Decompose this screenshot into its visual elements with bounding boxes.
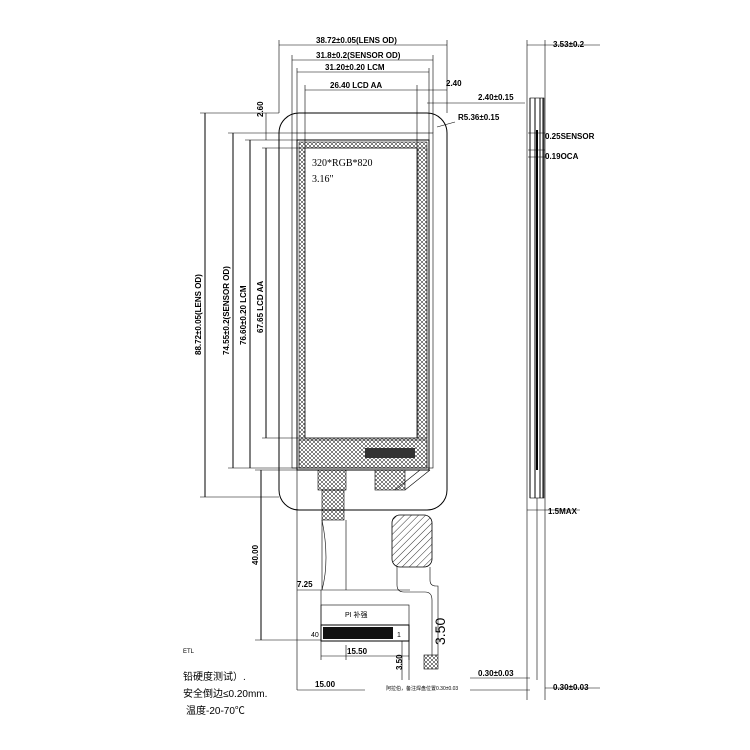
- stiffener-patch: [391, 514, 433, 568]
- bottom-dimensions: 7.25 15.50 15.00 3.50 3.50: [296, 470, 448, 691]
- bezel-band: [298, 141, 428, 469]
- lcd-active-area: [304, 147, 418, 439]
- dim-2-40-tolerance: 2.40±0.15: [478, 93, 514, 102]
- dim-pitch-right: 3.50: [432, 618, 448, 645]
- fpc-body: [321, 519, 410, 591]
- dim-fpc-total: 15.00: [315, 680, 336, 689]
- dim-lens-od-width: 38.72±0.05(LENS OD): [316, 36, 397, 45]
- lcm-outline: [296, 139, 430, 471]
- dim-lens-od-height: 88.72±0.05(LENS OD): [194, 274, 203, 355]
- dim-radius: R5.36±0.15: [458, 113, 500, 122]
- dim-oca-thickness: 0.19OCA: [545, 152, 579, 161]
- lens-outline: [278, 112, 448, 511]
- dim-right-offset: 2.40: [446, 79, 462, 88]
- resolution-label: 320*RGB*820: [312, 158, 373, 169]
- dim-lcm-height: 76.60±0.20 LCM: [239, 285, 248, 345]
- dim-top-offset: 2.60: [256, 101, 265, 117]
- dim-sensor-od-height: 74.55±0.2(SENSOR OD): [222, 266, 231, 355]
- bezel-right-strip: [417, 147, 428, 439]
- dim-fpc-width: 15.50: [347, 647, 368, 656]
- dim-fpc-offset: 7.25: [297, 580, 313, 589]
- dim-thickness: 3.53±0.2: [553, 40, 585, 49]
- dim-sensor-thickness: 0.25SENSOR: [545, 132, 595, 141]
- front-view: 320*RGB*820 3.16" PI 补强 40 1: [278, 112, 448, 670]
- note-line-1: 铅硬度测试）.: [183, 670, 246, 683]
- dim-sensor-od-width: 31.8±0.2(SENSOR OD): [316, 51, 401, 60]
- dim-lcd-aa-height: 67.65 LCD AA: [256, 281, 265, 333]
- dim-lcm-width: 31.20±0.20 LCM: [325, 63, 385, 72]
- fpc-pin-field: [323, 627, 393, 639]
- note-line-3: 温度-20-70℃: [186, 704, 245, 717]
- pin-last-label: 1: [397, 632, 401, 639]
- note-line-2: 安全倒边≤0.20mm.: [183, 687, 267, 700]
- right-dimensions: 2.40±0.15 R5.36±0.15: [427, 93, 525, 128]
- pi-label: PI 补强: [345, 610, 368, 619]
- note-ref: ETL: [183, 649, 195, 655]
- ic-strip: [365, 448, 415, 458]
- tail-contact: [423, 654, 439, 670]
- dim-pitch: 3.50: [395, 654, 404, 670]
- dim-fpc-length: 40.00: [251, 544, 260, 565]
- top-dimensions: 38.72±0.05(LENS OD) 31.8±0.2(SENSOR OD) …: [278, 36, 462, 148]
- side-view: 3.53±0.2 0.25SENSOR 0.19OCA 1.5MAX 0.30±…: [470, 40, 600, 700]
- fpc-tab-lower: [321, 489, 345, 521]
- note-small: 阿拉伯，备注焊盘位置0.30±0.03: [386, 685, 458, 692]
- fpc-tail: [396, 567, 439, 655]
- size-label: 3.16": [312, 174, 334, 185]
- fpc-tab-upper: [317, 469, 347, 491]
- fpc-tab-right: [374, 469, 406, 491]
- dim-fpc-max: 1.5MAX: [548, 507, 578, 516]
- pin-first-label: 40: [311, 632, 319, 639]
- notes: ETL 铅硬度测试）. 安全倒边≤0.20mm. 温度-20-70℃ 阿拉伯，备…: [183, 649, 458, 717]
- left-dimensions: 88.72±0.05(LENS OD) 74.55±0.2(SENSOR OD)…: [194, 101, 321, 641]
- dim-fpc-thickness-2: 0.30±0.03: [553, 683, 589, 692]
- dim-lcd-aa-width: 26.40 LCD AA: [330, 81, 382, 90]
- dim-fpc-thickness-1: 0.30±0.03: [478, 669, 514, 678]
- fpc-cable: [321, 469, 431, 590]
